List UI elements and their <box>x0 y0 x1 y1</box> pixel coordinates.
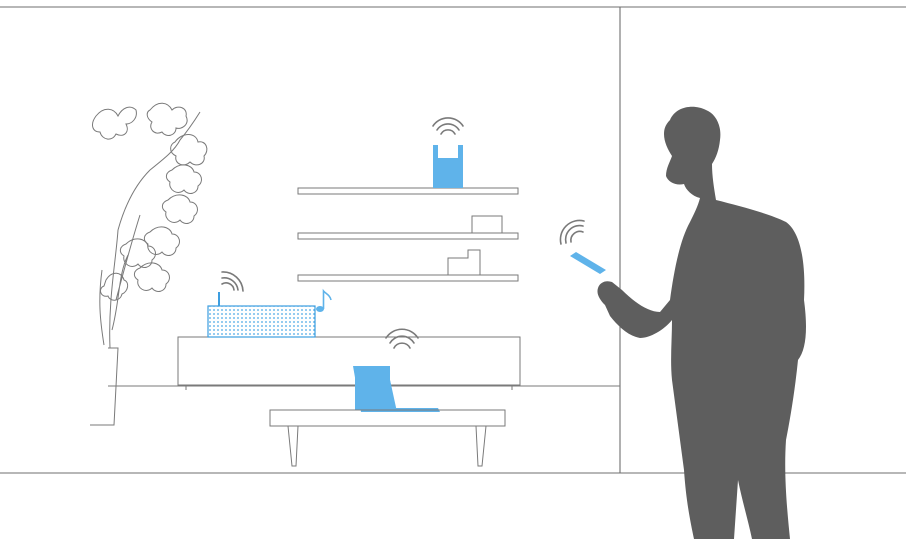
shelf-bottom <box>298 275 518 281</box>
shelf-middle-object <box>472 216 502 233</box>
shelf-middle <box>298 233 518 239</box>
wireless-router <box>433 118 463 188</box>
wifi-signal-icon <box>560 220 584 244</box>
wall-shelves <box>298 188 518 281</box>
coffee-table <box>270 410 505 466</box>
wifi-signal-icon <box>433 118 463 134</box>
wireless-speaker <box>208 272 331 337</box>
laptop <box>353 329 440 412</box>
wifi-signal-icon <box>222 272 243 291</box>
person-silhouette <box>597 107 806 539</box>
shelf-top <box>298 188 518 194</box>
wifi-signal-icon <box>386 329 418 348</box>
shelf-bottom-object <box>448 250 480 275</box>
smartphone <box>560 220 606 274</box>
plant-icon <box>90 103 207 425</box>
sideboard <box>178 337 520 390</box>
music-note-icon <box>316 291 331 312</box>
